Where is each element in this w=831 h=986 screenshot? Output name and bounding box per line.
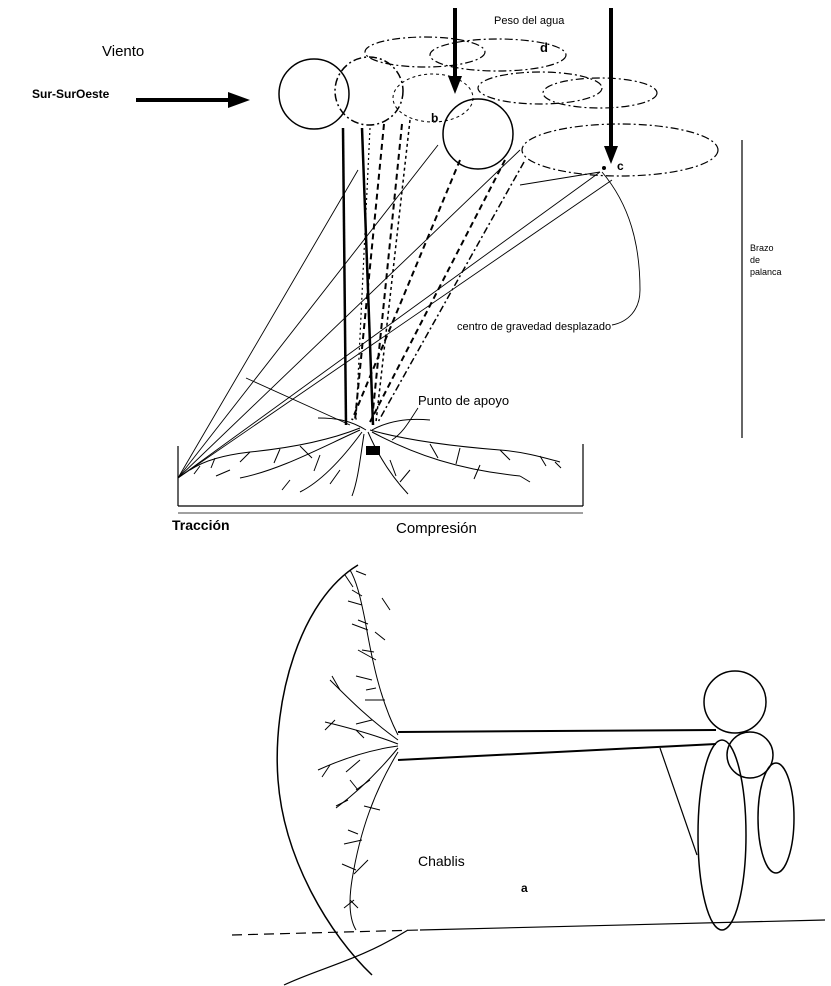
wind-label: Viento — [102, 43, 144, 60]
fallen-trunk-top — [398, 730, 716, 732]
wind-section: Viento Sur-SurOeste — [32, 43, 250, 108]
water-weight-label: Peso del agua — [494, 15, 565, 27]
point-d-label: d — [540, 40, 548, 55]
root-system-upright — [190, 418, 561, 496]
fallen-trunk-bottom — [398, 744, 716, 760]
crown-ellipse-d1 — [365, 37, 485, 67]
soil-hole-arc — [284, 930, 408, 985]
tree-trunks — [343, 120, 524, 425]
crown-ellipse-mid1 — [478, 72, 602, 104]
lever-arm-label-2: de — [750, 255, 760, 265]
crown-ellipse-mid2 — [543, 78, 657, 108]
fulcrum-leader-line — [392, 408, 418, 440]
ground-line — [420, 920, 825, 930]
point-c-label: c — [617, 159, 624, 173]
compression-label: Compresión — [396, 520, 477, 537]
traction-label: Tracción — [172, 517, 230, 533]
cog-label: centro de gravedad desplazado — [457, 321, 611, 333]
lever-arm-label-3: palanca — [750, 267, 782, 277]
fallen-crown-top — [704, 671, 766, 733]
fallen-crown-ellipse-small — [758, 763, 794, 873]
center-of-gravity-point — [602, 166, 606, 170]
wind-direction-label: Sur-SurOeste — [32, 87, 110, 101]
cog-leader-line — [602, 172, 640, 325]
crown-slight-bend — [335, 57, 403, 125]
crown-upright — [279, 59, 349, 129]
lever-arm: Brazo de palanca — [742, 140, 782, 438]
windthrow-label: Chablis — [418, 853, 465, 869]
point-a-label: a — [521, 881, 528, 895]
fallen-crown-ellipse-big — [698, 740, 746, 930]
ground-line-dashed — [232, 930, 420, 935]
crown-support-line — [660, 748, 697, 855]
fulcrum-marker — [366, 446, 380, 455]
uprooted-tree — [232, 565, 825, 985]
wind-arrow — [136, 92, 250, 108]
crown-bend-b — [443, 99, 513, 169]
ground-box — [178, 444, 583, 513]
root-system-uprooted — [318, 570, 398, 930]
tree-crowns — [279, 37, 718, 176]
fulcrum-label: Punto de apoyo — [418, 393, 509, 408]
water-weight-arrows: Peso del agua — [448, 8, 618, 164]
point-b-label: b — [431, 111, 438, 125]
lever-arm-label-1: Brazo — [750, 243, 774, 253]
